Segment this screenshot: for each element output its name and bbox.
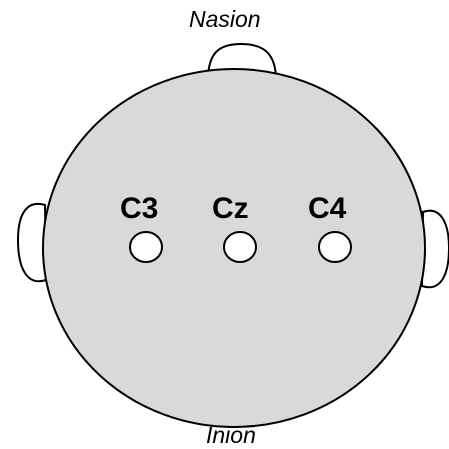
left-ear: [18, 204, 46, 281]
electrode-c4: [319, 232, 351, 262]
nasion-label: Nasion: [189, 8, 261, 31]
electrode-label-cz: Cz: [212, 194, 249, 224]
electrode-cz: [224, 232, 256, 262]
electrode-label-c3: C3: [120, 194, 158, 224]
right-ear: [422, 211, 449, 288]
electrode-label-c4: C4: [308, 194, 346, 224]
inion-label: Inion: [206, 424, 256, 447]
electrode-c3: [130, 232, 162, 262]
